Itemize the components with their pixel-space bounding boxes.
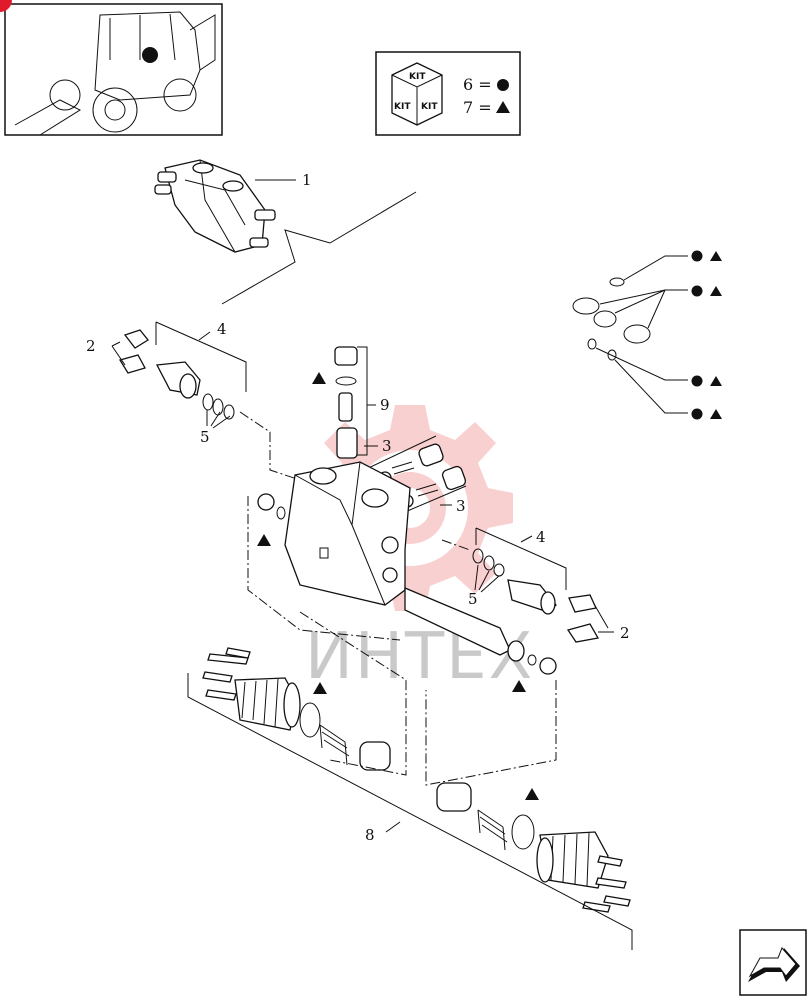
valve-body <box>284 461 411 606</box>
filled-triangle-icon <box>710 251 722 261</box>
kit-box-icon: KIT KIT KIT <box>391 62 443 126</box>
spool-group-right <box>404 527 600 675</box>
filled-triangle-icon <box>257 534 271 546</box>
callout-1: 1 <box>302 171 312 189</box>
callout-4-right: 4 <box>536 528 546 546</box>
relief-valve-part-9 <box>334 346 368 459</box>
filled-triangle-icon <box>710 376 722 386</box>
kit-word-top: KIT <box>409 72 426 82</box>
filled-circle-icon <box>691 250 703 262</box>
filled-triangle-icon <box>313 682 327 694</box>
spool-group-left <box>118 321 247 420</box>
callout-3-bottom: 3 <box>456 497 466 515</box>
filled-triangle-icon <box>710 409 722 419</box>
callout-8: 8 <box>365 826 375 844</box>
callout-9: 9 <box>380 396 390 414</box>
callout-2-left: 2 <box>86 337 96 355</box>
legend-kit-7: 7 = <box>463 98 492 117</box>
filled-circle-icon <box>497 79 509 91</box>
filled-circle-icon <box>691 375 703 387</box>
filled-triangle-icon <box>496 101 510 113</box>
filled-circle-icon <box>691 408 703 420</box>
callout-5-right: 5 <box>468 590 478 608</box>
kit-word-left: KIT <box>394 102 411 112</box>
location-marker-icon <box>142 47 158 63</box>
spring-cap-assembly-part-8 <box>202 647 631 913</box>
callout-3-top: 3 <box>382 437 392 455</box>
callout-4-left: 4 <box>217 320 227 338</box>
valve-assembly-part-1 <box>154 159 276 253</box>
filled-triangle-icon <box>512 680 526 692</box>
seal-kit-rings <box>572 250 722 420</box>
kit-legend: KIT KIT KIT 6 = 7 = <box>375 51 521 136</box>
filled-triangle-icon <box>312 372 326 384</box>
kit-word-right: KIT <box>421 102 438 112</box>
backhoe-loader-icon <box>14 11 216 136</box>
callout-5-left: 5 <box>200 428 210 446</box>
legend-kit-6: 6 = <box>463 75 492 94</box>
callout-2-right: 2 <box>620 624 630 642</box>
filled-circle-icon <box>691 285 703 297</box>
filled-triangle-icon <box>525 788 539 800</box>
next-page-arrow-icon[interactable] <box>739 929 807 996</box>
machine-thumbnail <box>0 0 223 136</box>
filled-triangle-icon <box>710 286 722 296</box>
